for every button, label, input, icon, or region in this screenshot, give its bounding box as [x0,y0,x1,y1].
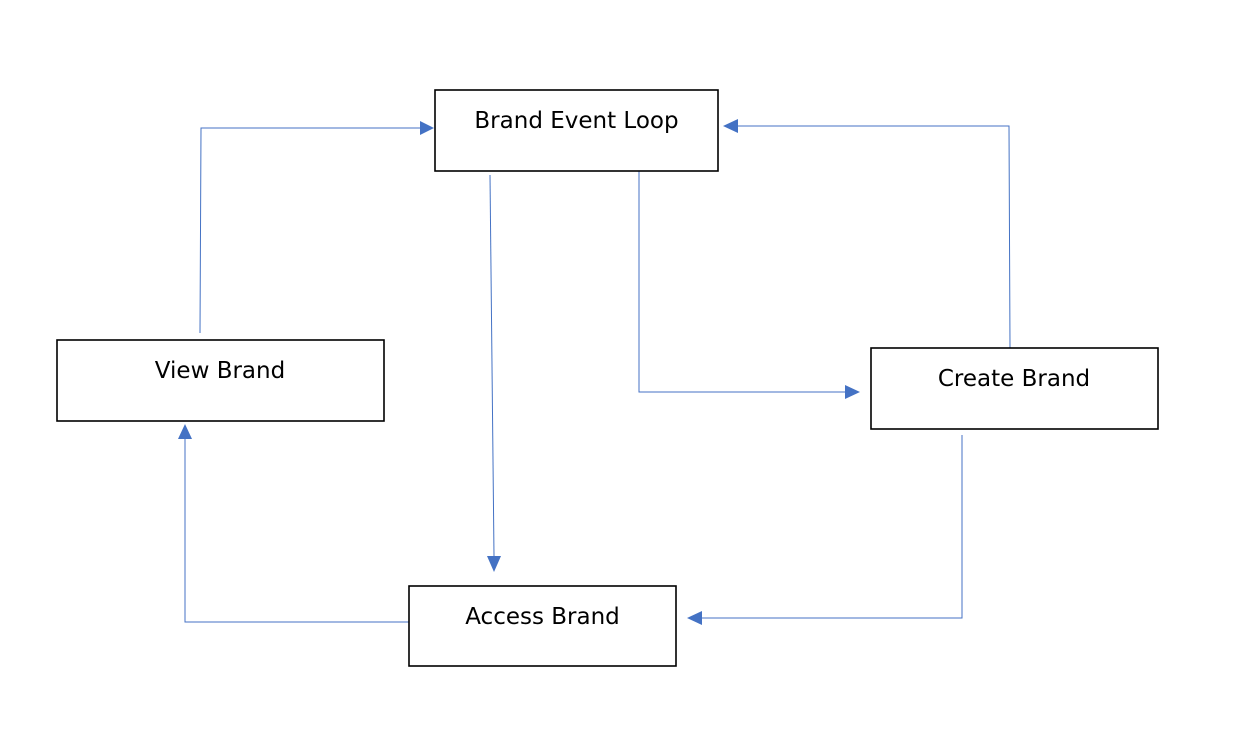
edge-line [738,125,1011,349]
arrowhead [687,611,702,625]
node-label: Brand Event Loop [474,108,678,134]
node-access-brand[interactable]: Access Brand [408,585,677,667]
edge-line [638,171,845,393]
edge-create-brand-to-access-brand [687,435,963,625]
edges [178,119,1011,625]
node-label: Create Brand [938,366,1090,392]
node-view-brand[interactable]: View Brand [56,339,385,422]
node-box [870,347,1159,430]
edge-view-brand-to-brand-event-loop [199,121,434,334]
arrowhead [178,424,192,439]
edge-brand-event-loop-to-access-brand [487,174,501,572]
arrowhead [845,385,860,399]
edge-line [199,127,420,334]
edge-line [184,439,409,623]
arrowhead [487,556,501,572]
edge-line [489,174,495,557]
node-create-brand[interactable]: Create Brand [870,347,1159,430]
arrowhead [723,119,738,133]
node-label: Access Brand [465,604,620,630]
node-box [408,585,677,667]
node-label: View Brand [155,358,285,384]
node-brand-event-loop[interactable]: Brand Event Loop [434,89,719,172]
edge-brand-event-loop-to-create-brand [638,171,860,399]
arrowhead [420,121,434,135]
node-box [434,89,719,172]
nodes: Brand Event Loop View Brand Create Brand… [56,89,1159,667]
edge-line [702,435,963,619]
edge-access-brand-to-view-brand [178,424,409,623]
edge-create-brand-to-brand-event-loop [723,119,1011,349]
node-box [56,339,385,422]
